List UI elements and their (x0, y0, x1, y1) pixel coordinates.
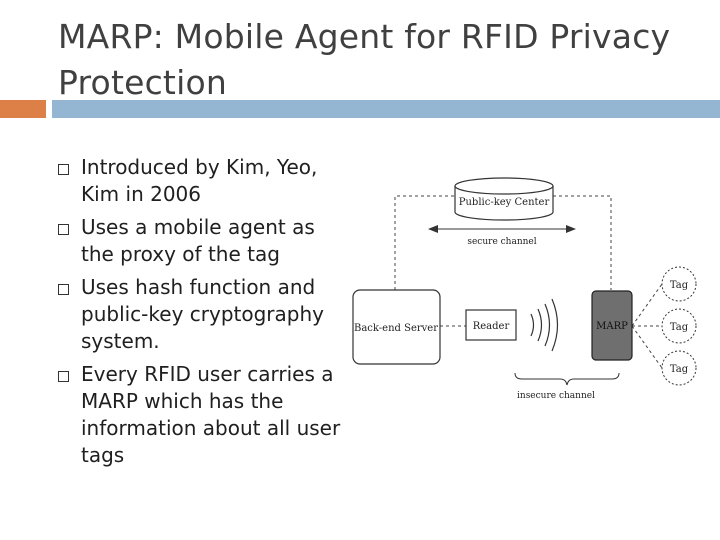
bullet-text: Every RFID user carries a MARP which has… (81, 362, 341, 467)
marp-label: MARP (596, 321, 628, 332)
square-bullet-icon (58, 224, 69, 235)
back-end-server-label: Back-end Server (354, 323, 438, 334)
title-underline-bar (52, 100, 720, 118)
insecure-channel-label: insecure channel (517, 391, 595, 401)
slide-title: MARP: Mobile Agent for RFID Privacy Prot… (58, 17, 671, 102)
title-accent-bar (0, 100, 46, 118)
pkc-label: Public-key Center (459, 197, 550, 208)
bullet-item: Every RFID user carries a MARP which has… (58, 361, 348, 469)
server-to-pkc-connector (394, 195, 455, 290)
marp-to-tag3-connector (631, 325, 663, 369)
reader-label: Reader (473, 321, 510, 332)
bullet-text: Uses a mobile agent as the proxy of the … (81, 215, 315, 266)
dashed-connectors (394, 195, 663, 369)
tag-circle (661, 350, 697, 386)
public-key-center-cylinder: Public-key Center (454, 177, 554, 221)
bullet-item: Introduced by Kim, Yeo, Kim in 2006 (58, 154, 348, 208)
insecure-channel-brace (514, 372, 620, 386)
marp-device (591, 290, 633, 361)
tag-circle (661, 266, 697, 302)
bullet-item: Uses a mobile agent as the proxy of the … (58, 214, 348, 268)
secure-channel-arrow: secure channel (428, 225, 576, 247)
bullet-item: Uses hash function and public-key crypto… (58, 274, 348, 355)
radio-wave-icon (530, 298, 559, 352)
bullet-list: Introduced by Kim, Yeo, Kim in 2006 Uses… (58, 154, 348, 475)
square-bullet-icon (58, 284, 69, 295)
bullet-text: Introduced by Kim, Yeo, Kim in 2006 (81, 155, 318, 206)
square-bullet-icon (58, 164, 69, 175)
bullet-text: Uses hash function and public-key crypto… (81, 275, 324, 353)
tag-label: Tag (670, 364, 689, 375)
tag-circle (661, 308, 697, 344)
reader-box (465, 309, 517, 341)
square-bullet-icon (58, 371, 69, 382)
back-end-server-box (352, 289, 441, 365)
marp-to-tag1-connector (631, 283, 663, 327)
tag-label: Tag (670, 322, 689, 333)
tag-label: Tag (670, 280, 689, 291)
pkc-to-marp-connector (553, 195, 612, 290)
secure-channel-label: secure channel (467, 237, 536, 247)
